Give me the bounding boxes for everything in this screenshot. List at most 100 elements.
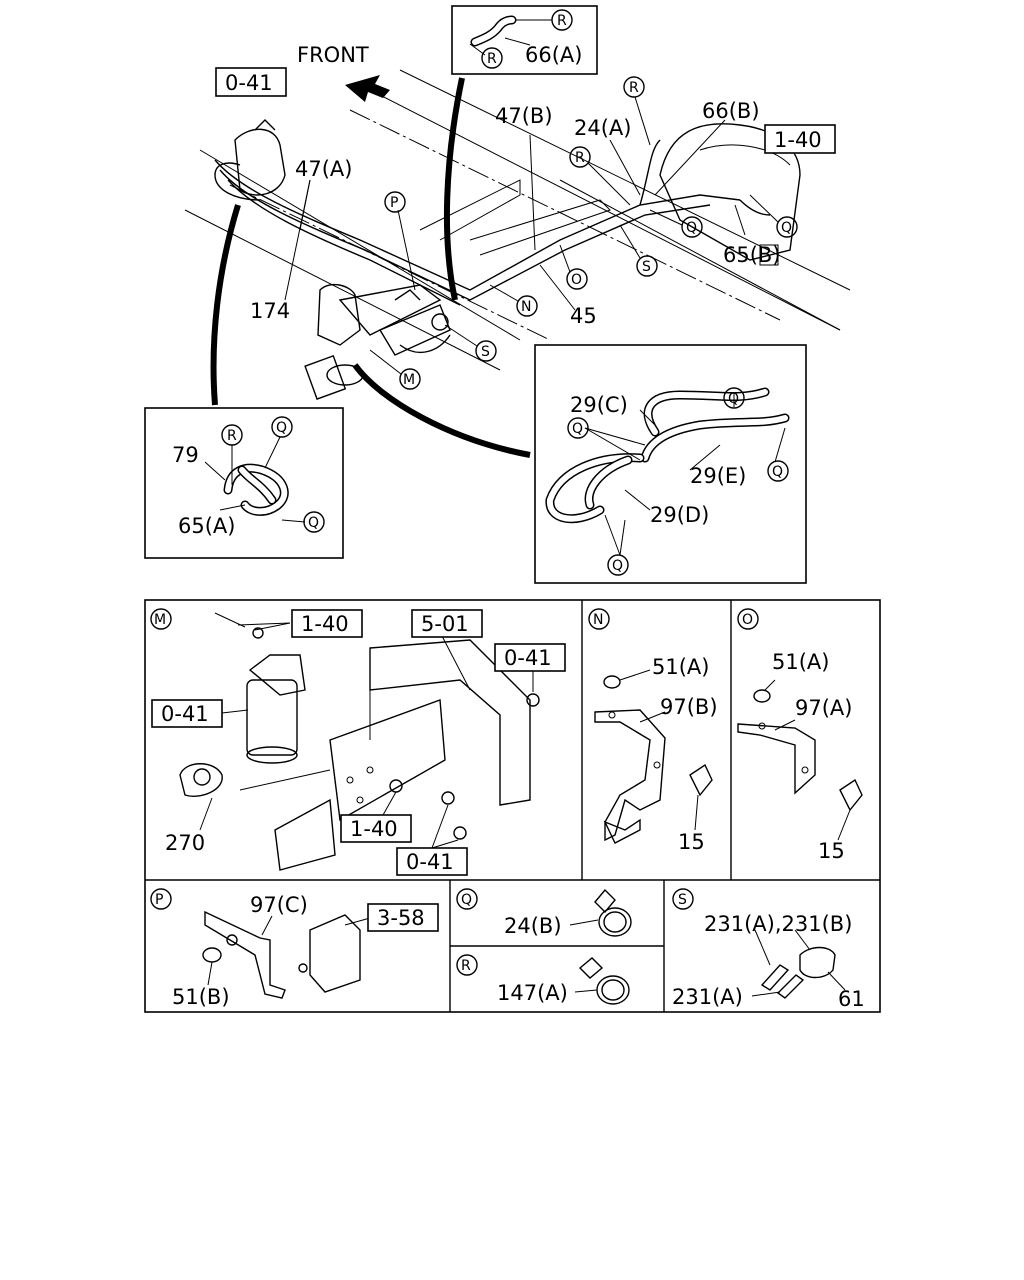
section-n: N 51(A) 97(B) 15 <box>588 608 718 854</box>
label-0-41-m-right: 0-41 <box>504 646 552 670</box>
marker-n: N <box>516 295 538 317</box>
label-51a-o: 51(A) <box>772 650 829 674</box>
label-47b: 47(B) <box>495 104 553 128</box>
svg-text:M: M <box>154 612 166 628</box>
label-0-41-m-left: 0-41 <box>161 702 209 726</box>
callout-curve-79 <box>210 204 241 406</box>
svg-text:R: R <box>629 80 639 96</box>
section-r: R 147(A) <box>456 954 630 1005</box>
ref-1-40-top: 1-40 <box>774 128 822 152</box>
svg-text:Q: Q <box>612 558 623 574</box>
svg-text:S: S <box>678 892 687 908</box>
svg-text:Q: Q <box>461 892 472 908</box>
marker-r-1: R <box>623 76 645 98</box>
detail-grid <box>144 599 881 1013</box>
callout-curve-29 <box>352 363 531 458</box>
marker-q-29-4: Q <box>607 554 629 576</box>
marker-r-2: R <box>569 146 591 168</box>
ref-box-0-41-top <box>215 67 287 97</box>
label-51a-n: 51(A) <box>652 655 709 679</box>
svg-text:M: M <box>403 372 415 388</box>
label-270: 270 <box>165 831 205 855</box>
label-47a: 47(A) <box>295 157 352 181</box>
inset-66a: R R 66(A) <box>451 5 598 75</box>
svg-text:N: N <box>521 299 531 315</box>
label-61: 61 <box>838 987 865 1011</box>
front-label: FRONT <box>297 43 369 67</box>
label-15-o: 15 <box>818 839 845 863</box>
label-97a: 97(A) <box>795 696 852 720</box>
marker-q-79-2: Q <box>303 511 325 533</box>
main-assembly: FRONT 0-41 1-40 47(A) 47(B) 24(A) 66(B) … <box>184 43 851 400</box>
label-24a: 24(A) <box>574 116 631 140</box>
svg-text:R: R <box>575 150 585 166</box>
svg-text:R: R <box>461 958 471 974</box>
callout-curve-66a <box>443 77 465 301</box>
label-231ab: 231(A),231(B) <box>704 912 852 936</box>
marker-q-29-1: Q <box>723 387 745 409</box>
label-65a: 65(A) <box>178 514 235 538</box>
label-66b: 66(B) <box>702 99 760 123</box>
svg-text:S: S <box>481 344 490 360</box>
marker-q-29-3: Q <box>767 460 789 482</box>
label-66a: 66(A) <box>525 43 582 67</box>
ref-box-1-40-top <box>764 124 836 154</box>
label-15-n: 15 <box>678 830 705 854</box>
marker-o: O <box>566 268 588 290</box>
label-174: 174 <box>250 299 290 323</box>
label-29d: 29(D) <box>650 503 709 527</box>
svg-text:S: S <box>642 259 651 275</box>
svg-text:O: O <box>571 272 582 288</box>
svg-text:P: P <box>155 892 163 908</box>
svg-text:R: R <box>227 428 237 444</box>
section-m: M 1-40 5-01 <box>150 608 566 876</box>
label-5-01: 5-01 <box>421 612 469 636</box>
svg-text:P: P <box>390 195 398 211</box>
svg-text:Q: Q <box>308 515 319 531</box>
label-1-40-m-top: 1-40 <box>301 612 349 636</box>
section-p: P 3-58 97(C) 51(B) <box>150 888 439 1009</box>
label-3-58: 3-58 <box>377 906 425 930</box>
svg-text:R: R <box>557 13 567 29</box>
svg-text:Q: Q <box>276 420 287 436</box>
label-0-41-m-bottom: 0-41 <box>406 850 454 874</box>
marker-q-79-1: Q <box>271 416 293 438</box>
label-29e: 29(E) <box>690 464 746 488</box>
inset-29: Q Q Q Q 29(C) 29(E) 29(D) <box>534 344 807 584</box>
marker-q-1: Q <box>681 216 703 238</box>
marker-r-66a-2: R <box>481 47 503 69</box>
svg-text:Q: Q <box>572 421 583 437</box>
label-29c: 29(C) <box>570 393 628 417</box>
label-45: 45 <box>570 304 597 328</box>
label-147a: 147(A) <box>497 981 568 1005</box>
label-231a: 231(A) <box>672 985 743 1009</box>
label-97b: 97(B) <box>660 695 718 719</box>
label-51b: 51(B) <box>172 985 230 1009</box>
section-q: Q 24(B) <box>456 888 632 938</box>
svg-text:O: O <box>742 612 753 628</box>
label-97c: 97(C) <box>250 893 308 917</box>
svg-text:N: N <box>593 612 603 628</box>
marker-s-2: S <box>475 340 497 362</box>
inset-79-65a: R Q Q 79 65(A) <box>144 407 344 559</box>
svg-text:R: R <box>487 51 497 67</box>
svg-text:Q: Q <box>772 464 783 480</box>
ref-0-41-top: 0-41 <box>225 71 273 95</box>
label-24b: 24(B) <box>504 914 562 938</box>
marker-q-2: Q <box>776 216 798 238</box>
svg-text:Q: Q <box>686 220 697 236</box>
svg-text:Q: Q <box>781 220 792 236</box>
marker-q-29-2: Q <box>567 417 589 439</box>
label-1-40-m-bottom: 1-40 <box>350 817 398 841</box>
marker-r-66a-1: R <box>551 9 573 31</box>
section-o: O 51(A) 97(A) 15 <box>737 608 863 863</box>
marker-r-79: R <box>221 424 243 446</box>
front-arrow-icon <box>345 75 390 102</box>
marker-p: P <box>384 191 406 213</box>
label-65b: 65(B) <box>723 243 781 267</box>
marker-s-1: S <box>636 255 658 277</box>
section-s: S 231(A),231(B) 231(A) 61 <box>672 888 865 1011</box>
marker-m: M <box>399 368 421 390</box>
svg-text:Q: Q <box>728 391 739 407</box>
